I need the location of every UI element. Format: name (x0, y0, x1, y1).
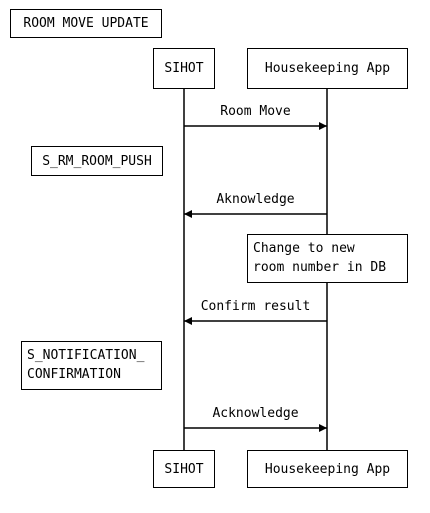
message-room-move: Room Move (220, 104, 291, 119)
message-aknowledge: Aknowledge (216, 192, 295, 207)
participant-sihot-top: SIHOT (153, 48, 215, 89)
note-change-room-number: Change to new room number in DB (247, 234, 408, 283)
participant-housekeeping-app-bottom: Housekeeping App (247, 450, 408, 488)
message-acknowledge: Acknowledge (212, 406, 299, 421)
participant-housekeeping-app-top: Housekeeping App (247, 48, 408, 89)
note-s-notification-confirmation: S_NOTIFICATION_ CONFIRMATION (21, 341, 162, 390)
diagram-title: ROOM MOVE UPDATE (10, 9, 162, 38)
message-confirm-result: Confirm result (200, 299, 311, 314)
participant-sihot-bottom: SIHOT (153, 450, 215, 488)
note-s-rm-room-push: S_RM_ROOM_PUSH (31, 146, 163, 176)
